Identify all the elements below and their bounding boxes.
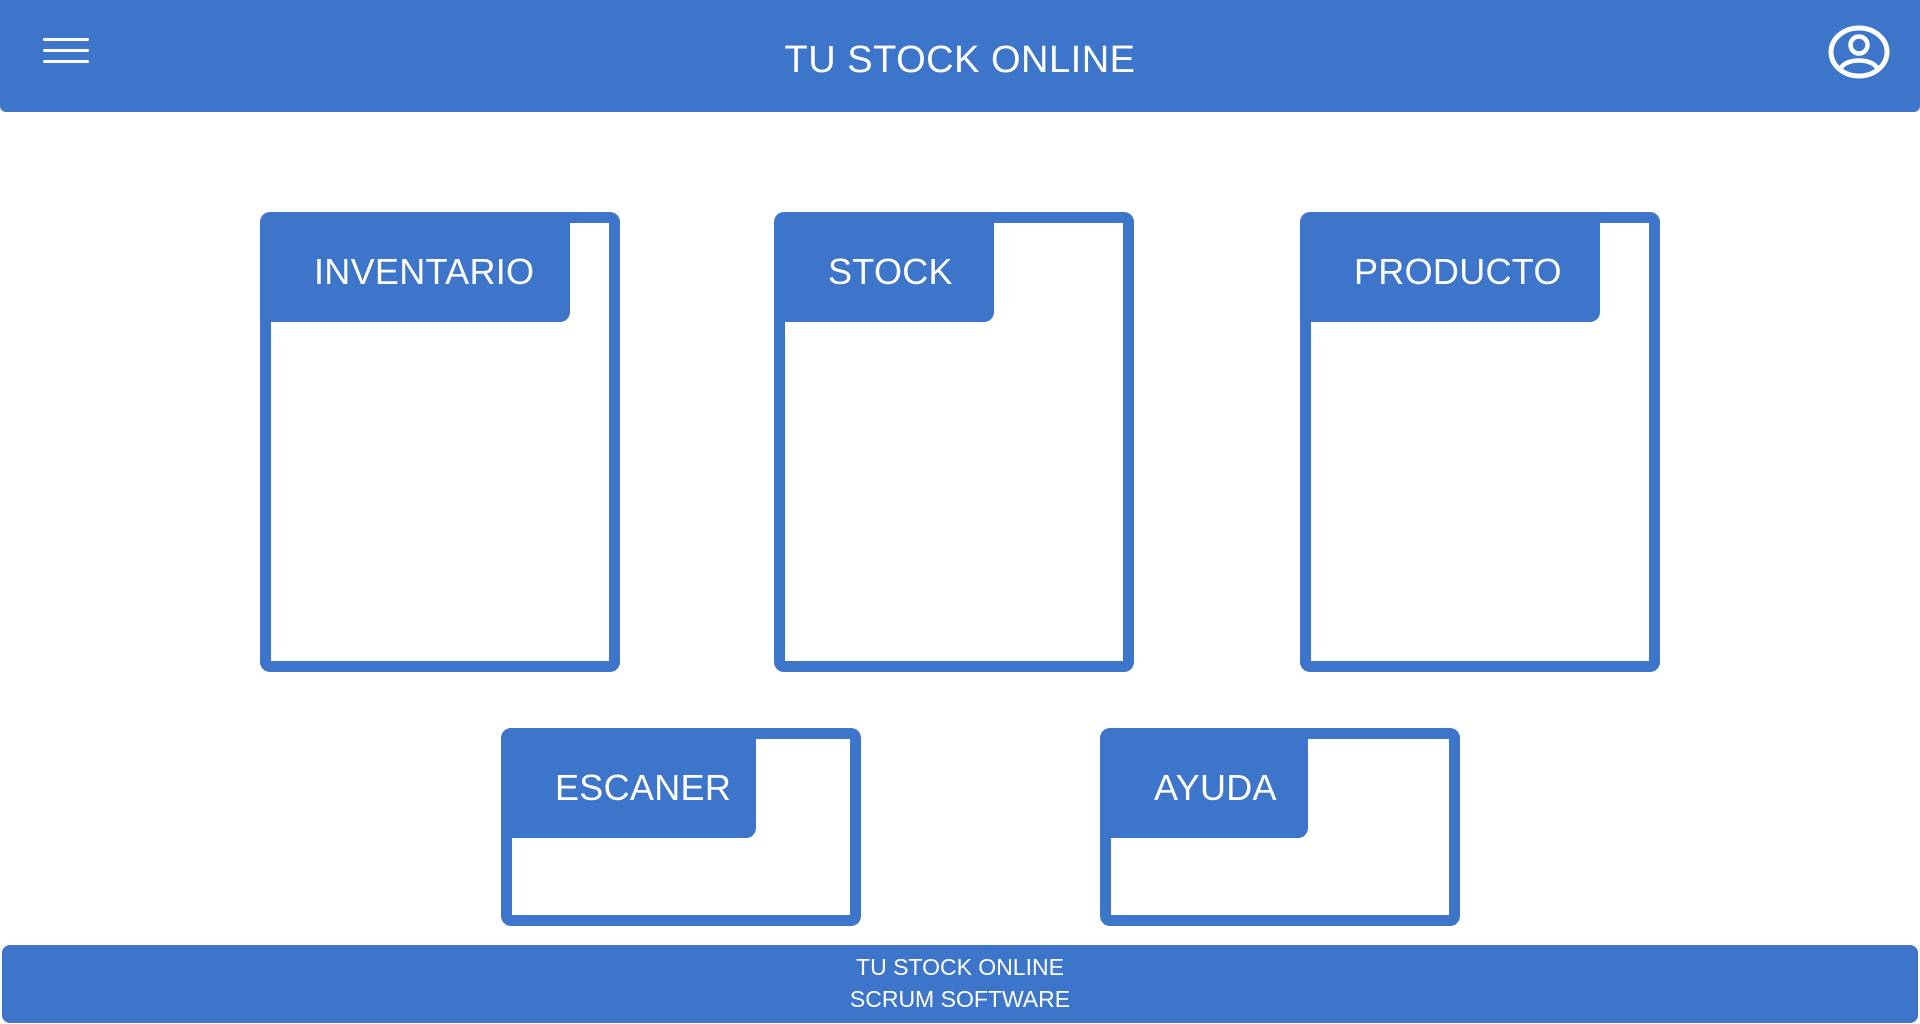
app-title: TU STOCK ONLINE bbox=[784, 39, 1136, 81]
ayuda-card[interactable]: AYUDA bbox=[1100, 728, 1460, 926]
escaner-card[interactable]: ESCANER bbox=[501, 728, 861, 926]
producto-card-label: PRODUCTO bbox=[1310, 222, 1600, 322]
inventario-card[interactable]: INVENTARIO bbox=[260, 212, 620, 672]
app-header: TU STOCK ONLINE bbox=[0, 0, 1920, 112]
footer-app-name: TU STOCK ONLINE bbox=[856, 954, 1064, 980]
producto-card[interactable]: PRODUCTO bbox=[1300, 212, 1660, 672]
stock-card-label: STOCK bbox=[784, 222, 994, 322]
hamburger-menu-icon[interactable] bbox=[38, 34, 94, 70]
footer-company-name: SCRUM SOFTWARE bbox=[849, 986, 1071, 1012]
user-circle-icon[interactable] bbox=[1826, 24, 1892, 80]
escaner-card-label: ESCANER bbox=[511, 738, 756, 838]
ayuda-card-label: AYUDA bbox=[1110, 738, 1308, 838]
stock-card[interactable]: STOCK bbox=[774, 212, 1134, 672]
inventario-card-label: INVENTARIO bbox=[270, 222, 570, 322]
app-footer: TU STOCK ONLINE SCRUM SOFTWARE bbox=[2, 945, 1918, 1023]
